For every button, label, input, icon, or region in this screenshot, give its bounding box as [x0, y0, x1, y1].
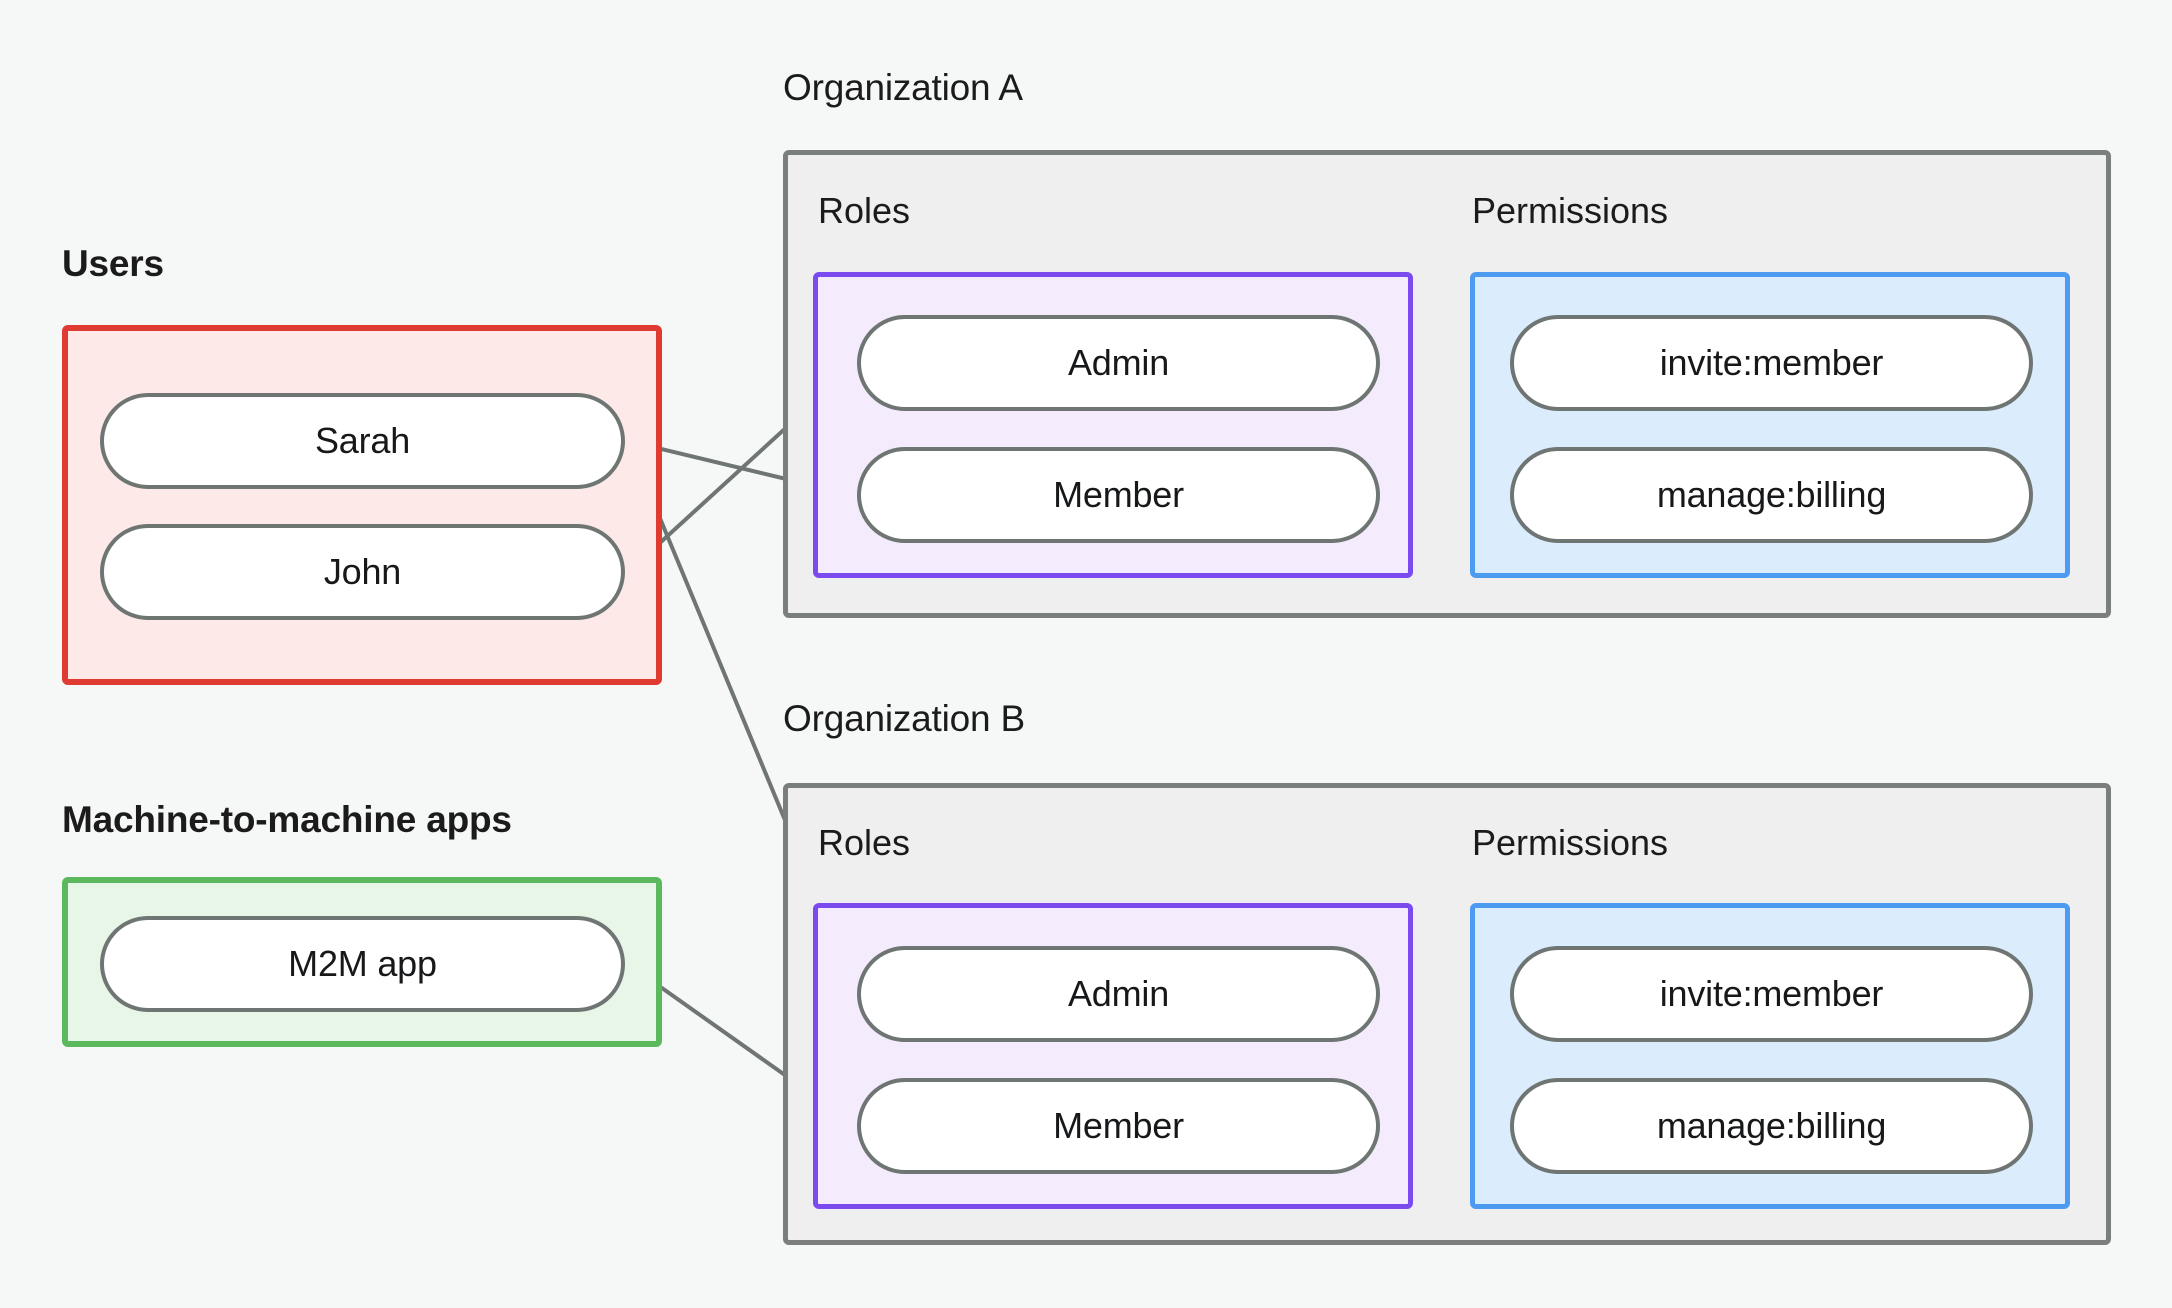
organization-b-permission-manage-billing-label: manage:billing	[1656, 1105, 1887, 1146]
organization-b-permission-manage-billing[interactable]: manage:billing	[1510, 1078, 2033, 1174]
organization-a-permission-invite-member[interactable]: invite:member	[1510, 315, 2033, 411]
organization-a-role-admin[interactable]: Admin	[857, 315, 1380, 411]
organization-b-permissions-label: Permissions	[1472, 822, 1669, 863]
organization-b-role-admin-label: Admin	[1067, 973, 1170, 1014]
organization-a-roles-label: Roles	[818, 190, 911, 231]
node-john-label: John	[323, 551, 402, 592]
node-john[interactable]: John	[100, 524, 625, 620]
node-sarah-label: Sarah	[314, 420, 411, 461]
organization-a-permission-manage-billing[interactable]: manage:billing	[1510, 447, 2033, 543]
organization-b-permission-invite-member[interactable]: invite:member	[1510, 946, 2033, 1042]
organization-a-role-member[interactable]: Member	[857, 447, 1380, 543]
organization-a-role-member-label: Member	[1053, 474, 1184, 515]
organization-b-role-member-label: Member	[1053, 1105, 1184, 1146]
organization-b-role-member[interactable]: Member	[857, 1078, 1380, 1174]
organization-b-caption: Organization B	[783, 698, 1025, 739]
organization-b-role-admin[interactable]: Admin	[857, 946, 1380, 1042]
users-group-box	[62, 325, 662, 685]
organization-a-caption: Organization A	[783, 67, 1023, 108]
m2m-caption: Machine-to-machine apps	[62, 799, 512, 840]
node-m2m-app-label: M2M app	[288, 943, 437, 984]
node-m2m-app[interactable]: M2M app	[100, 916, 625, 1012]
users-caption: Users	[62, 243, 164, 284]
organization-a-role-admin-label: Admin	[1067, 342, 1170, 383]
organization-b-permission-invite-member-label: invite:member	[1659, 973, 1884, 1014]
node-sarah[interactable]: Sarah	[100, 393, 625, 489]
organization-a-permissions-label: Permissions	[1472, 190, 1669, 231]
organization-a-permission-manage-billing-label: manage:billing	[1656, 474, 1887, 515]
organization-b-roles-label: Roles	[818, 822, 911, 863]
organization-a-permission-invite-member-label: invite:member	[1659, 342, 1884, 383]
